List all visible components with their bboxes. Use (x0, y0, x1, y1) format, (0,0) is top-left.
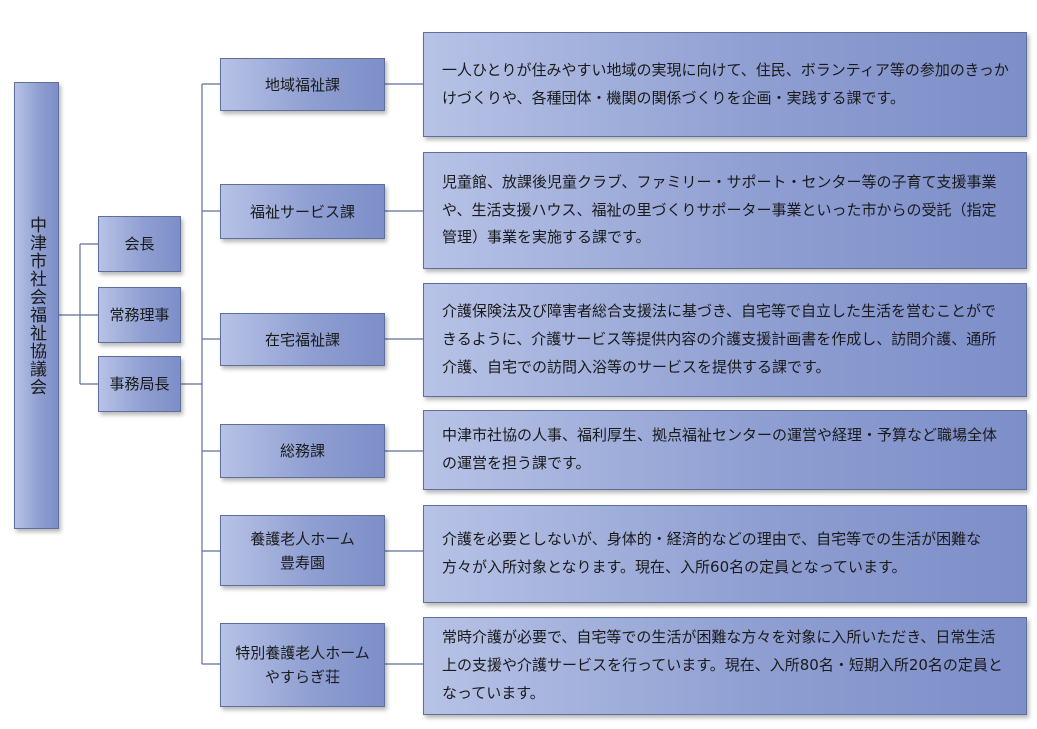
section-label: 総務課 (279, 442, 325, 460)
section-label: 地域福祉課 (264, 75, 340, 94)
section-box-chiiki-fukushi: 地域福祉課 (220, 58, 385, 111)
section-box-fukushi-service: 福祉サービス課 (220, 184, 385, 239)
root-org-label: 中津市社会福祉協議会 (26, 215, 46, 396)
leader-executive-director-label: 常務理事 (109, 306, 170, 324)
section-label: 在宅福祉課 (264, 330, 340, 349)
section-description-text: 介護を必要としないが、身体的・経済的などの理由で、自宅等での生活が困難な方々が入… (442, 530, 982, 576)
leader-chairman-label: 会長 (124, 235, 155, 253)
section-description-box: 児童館、放課後児童クラブ、ファミリー・サポート・センター等の子育て支援事業や、生… (423, 152, 1027, 269)
section-description-text: 児童館、放課後児童クラブ、ファミリー・サポート・センター等の子育て支援事業や、生… (442, 172, 997, 247)
section-description-text: 中津市社協の人事、福利厚生、拠点福祉センターの運営や経理・予算など職場全体の運営… (442, 426, 998, 472)
section-box-tokubetsu-yogo-rojin-home: 特別養護老人ホーム やすらぎ荘 (220, 623, 385, 707)
leader-secretary-general-box: 事務局長 (98, 356, 181, 412)
section-label: 福祉サービス課 (249, 202, 355, 221)
section-description-box: 中津市社協の人事、福利厚生、拠点福祉センターの運営や経理・予算など職場全体の運営… (423, 410, 1027, 490)
leader-chairman-box: 会長 (98, 216, 181, 272)
leader-secretary-general-label: 事務局長 (109, 375, 170, 393)
section-description-box: 介護保険法及び障害者総合支援法に基づき、自宅等で自立した生活を営むことができるよ… (423, 283, 1027, 397)
section-description-box: 常時介護が必要で、自宅等での生活が困難な方々を対象に入所いただき、日常生活上の支… (423, 617, 1027, 715)
section-description-box: 一人ひとりが住みやすい地域の実現に向けて、住民、ボランティア等の参加のきっかけづ… (423, 32, 1027, 137)
section-label: 養護老人ホーム 豊寿園 (250, 529, 355, 572)
section-box-somu: 総務課 (220, 424, 385, 478)
root-org-box: 中津市社会福祉協議会 (14, 82, 59, 529)
leader-executive-director-box: 常務理事 (98, 287, 181, 343)
section-description-text: 介護保険法及び障害者総合支援法に基づき、自宅等で自立した生活を営むことができるよ… (442, 302, 997, 376)
section-box-yogo-rojin-home: 養護老人ホーム 豊寿園 (220, 515, 385, 586)
section-description-text: 一人ひとりが住みやすい地域の実現に向けて、住民、ボランティア等の参加のきっかけづ… (442, 60, 1009, 107)
section-box-zaitaku-fukushi: 在宅福祉課 (220, 313, 385, 366)
section-description-text: 常時介護が必要で、自宅等での生活が困難な方々を対象に入所いただき、日常生活上の支… (442, 628, 1003, 702)
section-description-box: 介護を必要としないが、身体的・経済的などの理由で、自宅等での生活が困難な方々が入… (423, 505, 1027, 603)
section-label: 特別養護老人ホーム やすらぎ荘 (235, 644, 370, 686)
